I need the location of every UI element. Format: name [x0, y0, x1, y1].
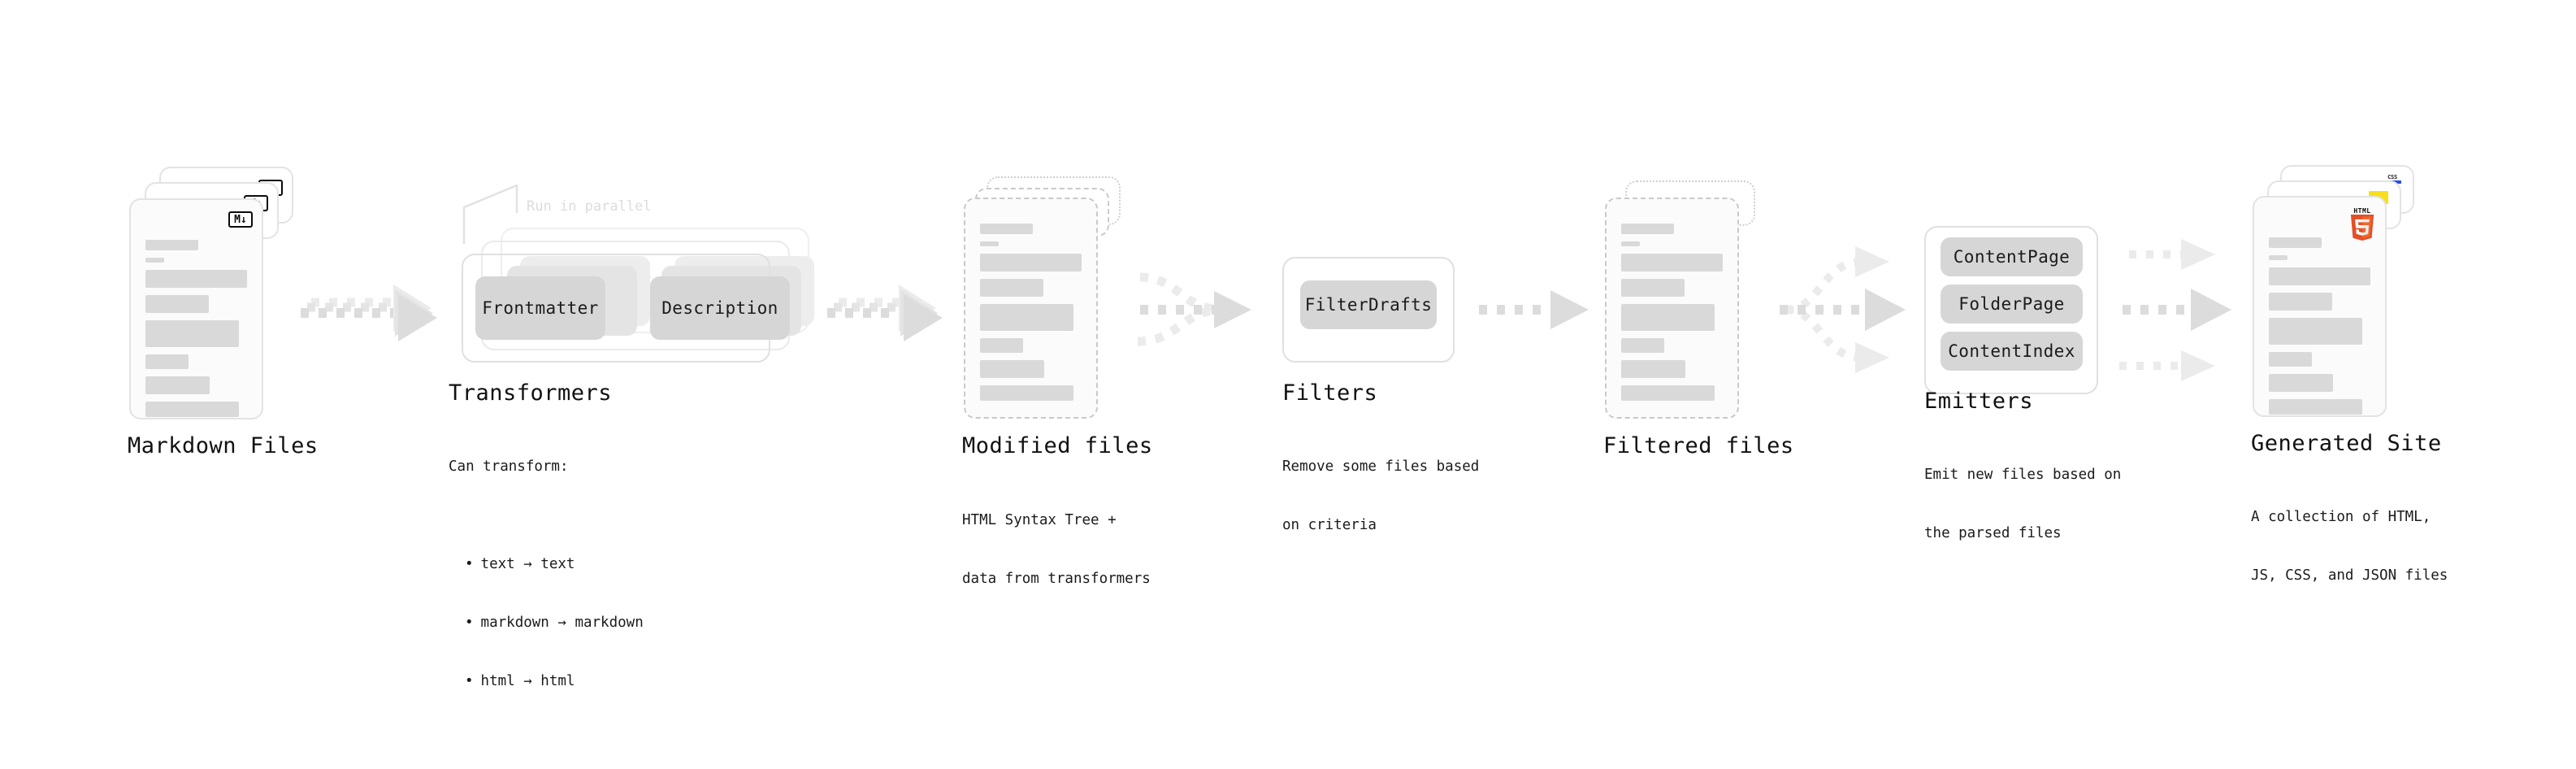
- transformer-pill-label: Frontmatter: [482, 298, 599, 318]
- markdown-card-content: [145, 240, 247, 424]
- content-line: [2269, 399, 2362, 415]
- arrow-modified-to-filters: [1137, 272, 1251, 346]
- content-line: [1621, 254, 1723, 272]
- content-line: [145, 402, 239, 417]
- caption-line: JS, CSS, and JSON files: [2251, 567, 2448, 584]
- filters-caption: Remove some files based on criteria: [1282, 418, 1479, 574]
- content-line: [145, 354, 189, 369]
- content-line: [145, 295, 209, 313]
- caption-line: on criteria: [1282, 517, 1377, 533]
- content-line: [145, 320, 239, 347]
- content-line: [1621, 338, 1664, 353]
- emitter-pill-label: ContentIndex: [1948, 341, 2075, 361]
- pipeline-diagram: M↓ M↓ M↓ Markdown Fi: [0, 0, 2576, 681]
- content-line: [2269, 318, 2362, 345]
- content-line: [1621, 304, 1715, 331]
- content-line: [145, 240, 198, 250]
- content-line: [2269, 293, 2332, 311]
- emitter-pill-folderpage[interactable]: FolderPage: [1941, 285, 2083, 324]
- arrow-transformers-to-modified: [827, 285, 943, 341]
- transformer-pill-label: Description: [661, 298, 778, 318]
- emitter-pill-label: ContentPage: [1953, 247, 2071, 267]
- filter-pill-filterdrafts[interactable]: FilterDrafts: [1300, 280, 1437, 329]
- caption-line: A collection of HTML,: [2251, 509, 2431, 525]
- transformer-pill-frontmatter[interactable]: Frontmatter: [475, 276, 605, 340]
- content-line: [2269, 267, 2370, 285]
- filtered-card-front: [1605, 198, 1739, 419]
- content-line: [1621, 224, 1674, 234]
- emitters-caption: Emit new files based on the parsed files: [1924, 426, 2121, 582]
- content-line: [145, 376, 210, 394]
- filtered-card-content: [1621, 224, 1723, 408]
- content-line: [1621, 241, 1640, 246]
- filters-title: Filters: [1282, 380, 1378, 406]
- content-line: [2269, 237, 2322, 248]
- content-line: [145, 270, 247, 288]
- generated-site-title: Generated Site: [2251, 431, 2442, 456]
- markdown-card-front: M↓: [129, 198, 263, 419]
- content-line: [980, 279, 1043, 297]
- transformers-caption-item: text → text: [465, 554, 644, 574]
- transformers-caption-head: Can transform:: [449, 458, 569, 475]
- content-line: [145, 258, 164, 263]
- content-line: [1621, 385, 1715, 401]
- html5-icon: HTML: [2348, 207, 2376, 241]
- caption-line: Remove some files based: [1282, 458, 1480, 475]
- arrow-filtered-to-emitters: [1780, 246, 1906, 373]
- content-line: [980, 385, 1073, 401]
- markdown-files-title: Markdown Files: [128, 433, 319, 458]
- filter-pill-label: FilterDrafts: [1304, 295, 1433, 315]
- transformer-pill-description[interactable]: Description: [650, 276, 790, 340]
- transformers-caption-item: html → html: [465, 671, 644, 691]
- emitters-title: Emitters: [1924, 389, 2034, 414]
- content-line: [2269, 352, 2312, 367]
- content-line: [1621, 279, 1685, 297]
- generated-site-caption: A collection of HTML, JS, CSS, and JSON …: [2251, 468, 2448, 624]
- content-line: [2269, 255, 2288, 260]
- emitter-pill-contentindex[interactable]: ContentIndex: [1941, 332, 2083, 371]
- modified-card-content: [980, 224, 1082, 408]
- caption-line: Emit new files based on: [1924, 467, 2122, 483]
- markdown-icon: M↓: [228, 211, 253, 228]
- arrow-emitters-to-site: [2119, 239, 2231, 381]
- content-line: [980, 338, 1023, 353]
- transformers-caption-list: text → text markdown → markdown html → h…: [449, 515, 644, 730]
- emitter-pill-label: FolderPage: [1958, 294, 2065, 314]
- content-line: [980, 304, 1073, 331]
- content-line: [980, 254, 1082, 272]
- caption-line: HTML Syntax Tree +: [962, 512, 1117, 528]
- emitter-pill-contentpage[interactable]: ContentPage: [1941, 237, 2083, 276]
- transformers-caption: Can transform: text → text markdown → ma…: [449, 418, 644, 769]
- caption-line: the parsed files: [1924, 525, 2062, 541]
- site-card-content: [2269, 237, 2370, 422]
- content-line: [2269, 374, 2333, 392]
- modified-files-caption: HTML Syntax Tree + data from transformer…: [962, 471, 1151, 628]
- content-line: [980, 224, 1033, 234]
- run-in-parallel-note: Run in parallel: [527, 198, 652, 215]
- arrow-markdown-to-transformers: [301, 285, 437, 341]
- modified-card-front: [964, 198, 1098, 419]
- filtered-files-title: Filtered files: [1603, 433, 1794, 458]
- arrow-filters-to-filtered: [1479, 290, 1589, 329]
- site-card-front: HTML: [2253, 196, 2387, 417]
- modified-files-title: Modified files: [962, 433, 1153, 458]
- caption-line: data from transformers: [962, 571, 1151, 587]
- content-line: [1621, 360, 1685, 378]
- content-line: [980, 241, 999, 246]
- transformers-caption-item: markdown → markdown: [465, 613, 644, 632]
- html5-shield: [2350, 215, 2374, 241]
- content-line: [980, 360, 1044, 378]
- transformers-title: Transformers: [449, 380, 613, 406]
